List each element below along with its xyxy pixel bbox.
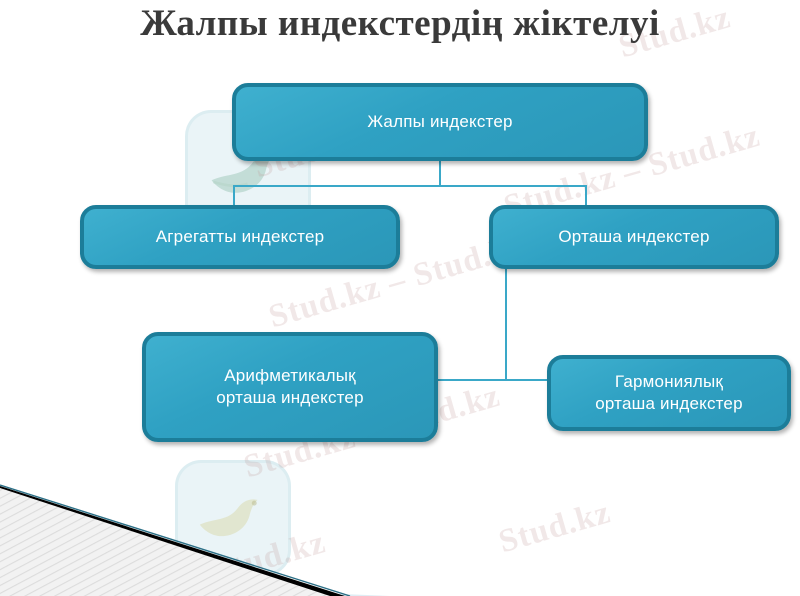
node-aggregate[interactable]: Агрегатты индекстер <box>80 205 400 269</box>
watermark-text-5: Stud.kz <box>494 494 615 561</box>
deco-band-blue <box>0 580 390 596</box>
connector-root-stem <box>439 158 441 186</box>
node-aggregate-label: Агрегатты индекстер <box>155 226 325 246</box>
stud-kz-logo-watermark-2 <box>175 460 291 576</box>
connector-average-stem <box>505 268 507 380</box>
watermark-text-7: Stud.kz <box>209 524 330 591</box>
connector-to-aggregate <box>233 185 235 210</box>
connector-level1-bus <box>233 185 587 187</box>
deco-edge-line <box>0 484 351 596</box>
connector-level2-bus <box>437 379 548 381</box>
node-arithmetic[interactable]: Арифметикалық орташа индекстер <box>142 332 438 442</box>
node-arithmetic-label: Арифметикалық орташа индекстер <box>216 365 364 407</box>
decorative-corner-banner <box>0 484 390 596</box>
node-root-label: Жалпы индекстер <box>367 111 513 131</box>
connector-to-average <box>585 185 587 207</box>
node-harmonic-label: Гармониялық орташа индекстер <box>595 371 743 413</box>
slide-title: Жалпы индекстердің жіктелуі <box>140 3 660 44</box>
deco-band-black <box>0 486 345 596</box>
node-average[interactable]: Орташа индекстер <box>489 205 779 269</box>
node-average-label: Орташа индекстер <box>558 226 710 246</box>
deco-band-hatched <box>0 488 330 596</box>
node-harmonic[interactable]: Гармониялық орташа индекстер <box>547 355 791 431</box>
bird-icon-2 <box>199 499 258 537</box>
node-root[interactable]: Жалпы индекстер <box>232 83 648 161</box>
